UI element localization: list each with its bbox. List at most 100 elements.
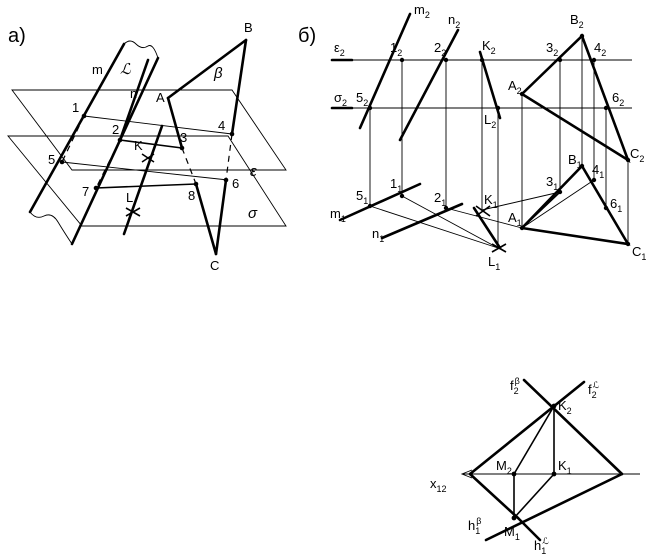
point-k2-c	[551, 403, 557, 409]
label-a1: A1	[508, 210, 522, 228]
label-4-2: 42	[594, 40, 606, 58]
label-5-1: 51	[356, 188, 368, 206]
label-m: m	[92, 62, 103, 77]
triangle-abc-1	[520, 163, 631, 246]
label-m2: m2	[414, 2, 430, 20]
label-plane-beta: β	[213, 65, 223, 82]
line-n2	[398, 28, 460, 142]
point-3-2	[557, 57, 563, 63]
label-k1-c: K1	[558, 458, 572, 476]
point-c1	[625, 241, 631, 247]
point-4-2	[591, 57, 597, 63]
cross-k1	[475, 205, 491, 217]
label-6-1: 61	[610, 196, 622, 214]
projection-lines	[369, 36, 629, 249]
point-6-1	[603, 205, 609, 211]
trace-h1-alpha-lower	[516, 516, 542, 542]
point-2-2	[443, 57, 449, 63]
point-4-1	[591, 177, 597, 183]
label-plane-alpha: ℒ	[120, 61, 132, 78]
label-m2-c: M2	[496, 458, 512, 476]
label-6-2: 62	[612, 90, 624, 108]
cross-l	[125, 207, 141, 217]
plane-sigma	[7, 135, 287, 227]
point-k2	[479, 57, 485, 63]
point-6-2	[603, 105, 609, 111]
point-8	[193, 181, 199, 187]
edge-a-3	[166, 96, 184, 150]
panel-b-caption: б)	[298, 25, 316, 47]
label-plane-epsilon: ε	[250, 163, 257, 180]
label-k2: K2	[482, 38, 496, 56]
line-1-4	[83, 115, 233, 135]
label-n1: n1	[372, 226, 384, 244]
label-f2-alpha: f2ℒ	[588, 380, 600, 400]
trace-f2-beta	[522, 378, 624, 476]
line-3-a-1	[521, 191, 561, 229]
label-a2: A2	[508, 78, 522, 96]
line-n-hidden	[95, 139, 121, 189]
label-7: 7	[82, 184, 89, 199]
label-n: n	[130, 86, 137, 101]
label-sig2: σ2	[334, 90, 347, 108]
point-a1	[519, 225, 525, 231]
point-l2	[495, 105, 501, 111]
line-k1-m1	[513, 473, 555, 519]
label-2-1: 21	[434, 190, 446, 208]
label-l2: L2	[484, 112, 496, 130]
label-f2-beta: f2β	[510, 376, 520, 396]
label-k1: K1	[484, 192, 498, 210]
edge-ab	[166, 38, 248, 100]
line-7-8	[95, 183, 197, 189]
label-2: 2	[112, 122, 119, 137]
point-5-2	[367, 105, 373, 111]
label-1-1: 11	[390, 176, 402, 194]
line-k2-m2	[513, 405, 555, 475]
point-3-1	[557, 189, 563, 195]
panel-a: a)	[7, 20, 287, 273]
point-7	[93, 185, 99, 191]
trace-f2-alpha	[468, 380, 586, 476]
label-c: C	[210, 258, 219, 273]
panel-c: x12 f2β f2ℒ K2 K1 M2 M1 h1β h1ℒ	[430, 376, 640, 556]
label-5-2: 52	[356, 90, 368, 108]
point-1	[81, 113, 87, 119]
label-b: B	[244, 20, 253, 35]
trace-h1-alpha-upper	[468, 472, 520, 520]
edge-8-c	[194, 182, 218, 256]
label-x12: x12	[430, 476, 447, 494]
point-5	[59, 159, 65, 165]
label-5: 5	[48, 152, 55, 167]
plane-epsilon	[11, 89, 287, 171]
line-m1	[338, 182, 422, 222]
label-l: L	[126, 190, 133, 205]
point-a2	[519, 91, 525, 97]
cross-k	[141, 153, 155, 163]
point-5-1	[367, 203, 373, 209]
point-1-1	[399, 193, 405, 199]
line-n	[118, 58, 150, 142]
label-c1: C1	[632, 244, 646, 262]
label-1-2: 12	[390, 40, 402, 58]
triangle-abc-2	[520, 33, 631, 164]
label-3: 3	[180, 130, 187, 145]
point-b2	[579, 33, 585, 39]
point-4	[229, 131, 235, 137]
label-m1: m1	[330, 206, 346, 224]
panel-b: б)	[298, 2, 646, 272]
point-m1-c	[511, 515, 517, 521]
edge-3-8-hidden	[181, 147, 197, 185]
edge-4-6-hidden	[225, 133, 233, 181]
label-3-2: 32	[546, 40, 558, 58]
cross-l1	[491, 243, 507, 253]
point-3	[179, 145, 185, 151]
label-3-1: 31	[546, 174, 558, 192]
label-h1-alpha: h1ℒ	[534, 536, 549, 556]
point-m2-c	[511, 471, 517, 477]
edge-6-c	[214, 178, 228, 256]
label-4: 4	[218, 118, 225, 133]
line-n1	[380, 202, 464, 240]
axis-x12-arrow	[460, 469, 473, 479]
point-1-2	[399, 57, 405, 63]
